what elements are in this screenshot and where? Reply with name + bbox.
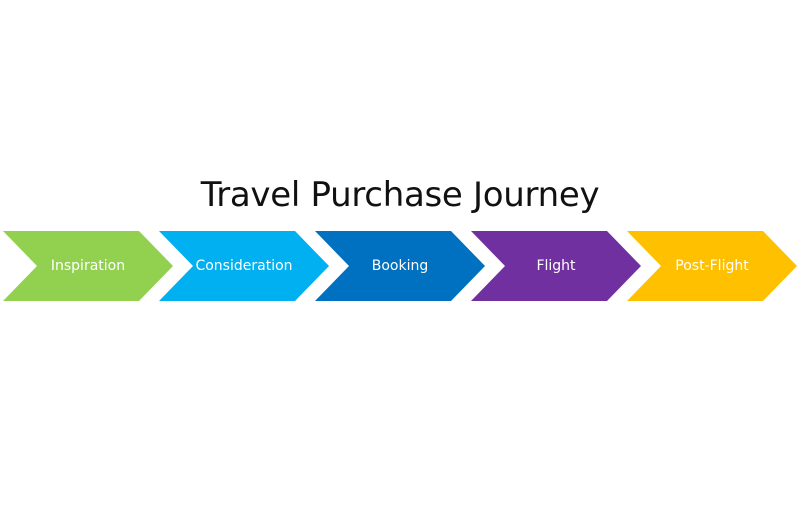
chevron-shape xyxy=(627,231,797,301)
chevron-shape xyxy=(3,231,173,301)
chevron-polygon xyxy=(627,231,797,301)
step-label: Post-Flight xyxy=(675,258,749,274)
chevron-shape xyxy=(159,231,329,301)
step-consideration: Consideration xyxy=(159,231,329,301)
step-flight: Flight xyxy=(471,231,641,301)
step-label: Booking xyxy=(371,258,429,274)
step-label: Inspiration xyxy=(50,258,126,274)
step-post-flight: Post-Flight xyxy=(627,231,797,301)
process-flow: Inspiration Consideration Booking Flight xyxy=(0,231,800,301)
step-booking: Booking xyxy=(315,231,485,301)
chevron-polygon xyxy=(3,231,173,301)
chevron-polygon xyxy=(471,231,641,301)
step-inspiration: Inspiration xyxy=(3,231,173,301)
chevron-polygon xyxy=(159,231,329,301)
step-label: Flight xyxy=(536,258,576,274)
diagram-title: Travel Purchase Journey xyxy=(200,175,600,215)
chevron-shape xyxy=(471,231,641,301)
chevron-shape xyxy=(315,231,485,301)
chevron-polygon xyxy=(315,231,485,301)
step-label: Consideration xyxy=(195,258,293,274)
